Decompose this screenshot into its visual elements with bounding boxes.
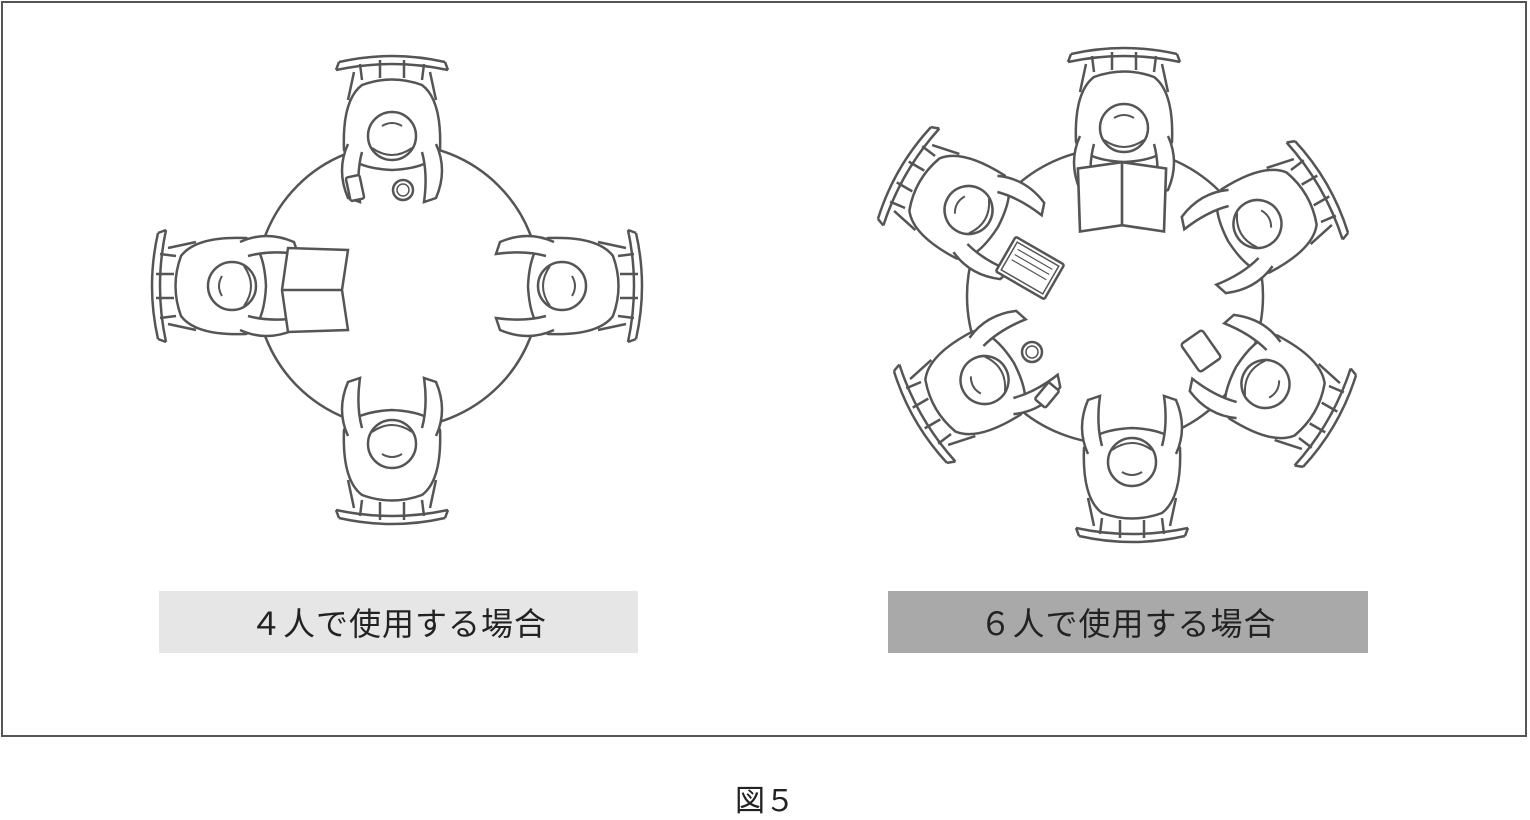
document-icon: [280, 246, 350, 334]
document-icon: [1076, 160, 1168, 233]
tablet-icon: [1180, 329, 1222, 373]
figure-caption: 図５: [735, 784, 795, 819]
phone-icon: [344, 173, 366, 203]
laptop-icon: [995, 236, 1065, 300]
meeting-table-illustration: [150, 46, 1364, 544]
four-person-label: ４人で使用する場合: [159, 591, 638, 653]
cup-icon: [391, 178, 415, 202]
six-person-label: ６人で使用する場合: [888, 591, 1368, 653]
cup-icon: [1020, 340, 1044, 364]
phone-icon: [1034, 381, 1060, 409]
